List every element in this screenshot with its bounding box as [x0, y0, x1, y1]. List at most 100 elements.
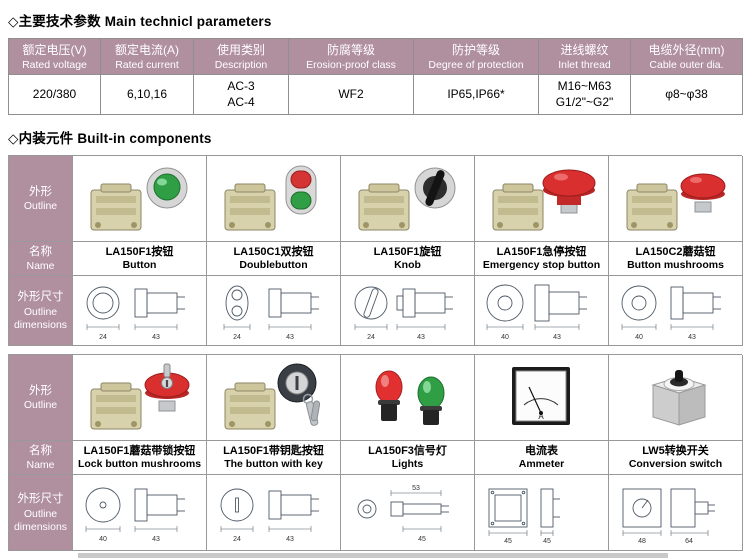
component-name-cn: LA150C2蘑菇钮: [635, 245, 716, 258]
section-heading-main-params: ◇主要技术参数 Main technicl parameters: [8, 14, 272, 29]
component-name-en: Emergency stop button: [482, 259, 601, 272]
key-button-photo: [224, 363, 320, 430]
component-name-en: Lock button mushrooms: [77, 458, 202, 471]
outline-photo-cell: [341, 156, 475, 243]
outline-photo-cell: [73, 156, 207, 243]
lights-dimension-drawing: 53 45: [357, 485, 449, 543]
header-cn: 使用类别: [216, 43, 265, 57]
header-en: Inlet thread: [558, 58, 611, 71]
param-header-rated-voltage: 额定电压(V)Rated voltage: [8, 37, 101, 76]
component-name-en: Knob: [394, 259, 421, 272]
header-cn: 防腐等级: [326, 43, 375, 57]
component-name-cn: 电流表: [525, 444, 558, 457]
component-name-cell: LA150F1蘑菇带锁按钮 Lock button mushrooms: [73, 441, 207, 476]
header-en: Cable outer dia.: [649, 58, 724, 71]
svg-text:43: 43: [553, 334, 561, 341]
knob-photo: [358, 167, 455, 231]
outline-photo-cell: [207, 156, 341, 243]
mushroom-dimension-drawing: 40 43: [621, 285, 721, 341]
row-label-name-cn: 名称: [29, 444, 52, 457]
main-parameters-table: 额定电压(V)Rated voltage 额定电流(A)Rated curren…: [8, 37, 743, 116]
outline-photo-cell: [341, 355, 475, 442]
emergency-stop-photo: [492, 169, 595, 231]
component-name-en: Lights: [391, 458, 424, 471]
svg-text:45: 45: [418, 536, 426, 543]
component-name-cell: LA150F3信号灯 Lights: [341, 441, 475, 476]
dimension-cell: 40 43: [609, 276, 743, 347]
row-label-name: 名称 Name: [9, 441, 73, 476]
ammeter-photo: A: [511, 366, 570, 425]
outline-photo-cell: [609, 355, 743, 442]
section-heading-built-in: ◇内装元件 Built-in components: [8, 131, 212, 147]
header-en: Rated current: [115, 58, 179, 71]
component-name-cell: LA150F1旋钮 Knob: [341, 242, 475, 277]
param-value-cable-dia: φ8~φ38: [630, 74, 743, 116]
button-dimension-drawing: 24 43: [86, 286, 185, 341]
header-en: Erosion-proof class: [306, 58, 396, 71]
conversion-switch-photo: [650, 369, 707, 426]
svg-text:64: 64: [685, 538, 693, 545]
svg-text:43: 43: [286, 334, 294, 341]
row-label-outline: 外形 Outline: [9, 355, 73, 442]
svg-text:40: 40: [635, 334, 643, 341]
header-cn: 电缆外径(mm): [648, 43, 725, 57]
svg-text:24: 24: [233, 334, 241, 341]
row-label-name-en: Name: [26, 459, 55, 472]
component-name-cell: LA150F1按钮 Button: [73, 242, 207, 277]
component-name-cell: LW5转换开关 Conversion switch: [609, 441, 743, 476]
key-button-dimension-drawing: 24 43: [220, 488, 319, 543]
switch-dimension-drawing: 48 64: [622, 488, 715, 545]
component-name-cell: 电流表 Ammeter: [475, 441, 609, 476]
row-label-outline-en: Outline: [23, 399, 58, 412]
component-name-cell: LA150C2蘑菇钮 Button mushrooms: [609, 242, 743, 277]
outline-photo-cell: [207, 355, 341, 442]
svg-text:43: 43: [688, 334, 696, 341]
row-label-outline-en: Outline: [23, 200, 58, 213]
row-label-outline-cn: 外形: [29, 185, 52, 198]
dimension-cell: 45 45: [475, 475, 609, 552]
dimension-cell: 53 45: [341, 475, 475, 552]
knob-dimension-drawing: 24 43: [354, 286, 453, 341]
dimension-cell: 24 43: [73, 276, 207, 347]
lock-mushroom-photo: [90, 363, 189, 430]
components-grid-2: 外形 Outline: [8, 354, 743, 552]
component-name-en: The button with key: [224, 458, 323, 471]
component-name-en: Button: [122, 259, 157, 272]
row-label-dims-en1: Outline: [23, 507, 58, 520]
component-name-cn: LA150C1双按钮: [233, 245, 314, 258]
svg-text:45: 45: [543, 538, 551, 545]
param-header-rated-current: 额定电流(A)Rated current: [100, 37, 194, 76]
double-button-dimension-drawing: 24 43: [223, 285, 319, 341]
row-label-dims-en1: Outline: [23, 305, 58, 318]
component-name-en: Doublebutton: [239, 259, 308, 272]
header-en: Degree of protection: [428, 58, 524, 71]
svg-text:40: 40: [501, 334, 509, 341]
green-button-photo: [90, 167, 187, 231]
row-label-name-en: Name: [26, 260, 55, 273]
param-value-protection: IP65,IP66*: [413, 74, 539, 116]
lock-mushroom-dimension-drawing: 40 43: [85, 487, 185, 543]
svg-text:40: 40: [99, 536, 107, 543]
component-name-en: Button mushrooms: [627, 259, 724, 272]
row-label-outline: 外形 Outline: [9, 156, 73, 243]
svg-text:43: 43: [152, 536, 160, 543]
row-label-dimensions: 外形尺寸 Outline dimensions: [9, 276, 73, 347]
param-value-erosion-class: WF2: [288, 74, 414, 116]
row-label-outline-cn: 外形: [29, 384, 52, 397]
svg-text:A: A: [538, 412, 544, 421]
svg-text:45: 45: [504, 538, 512, 545]
component-name-cn: LA150F1旋钮: [373, 245, 442, 258]
emergency-stop-dimension-drawing: 40 43: [486, 284, 587, 341]
header-cn: 额定电流(A): [115, 43, 179, 57]
dimension-cell: 24 43: [207, 475, 341, 552]
component-name-cn: LW5转换开关: [642, 444, 709, 457]
row-label-dimensions: 外形尺寸 Outline dimensions: [9, 475, 73, 552]
outline-photo-cell: A: [475, 355, 609, 442]
header-cn: 额定电压(V): [22, 43, 87, 57]
svg-text:24: 24: [367, 334, 375, 341]
row-label-dims-cn: 外形尺寸: [17, 493, 64, 506]
